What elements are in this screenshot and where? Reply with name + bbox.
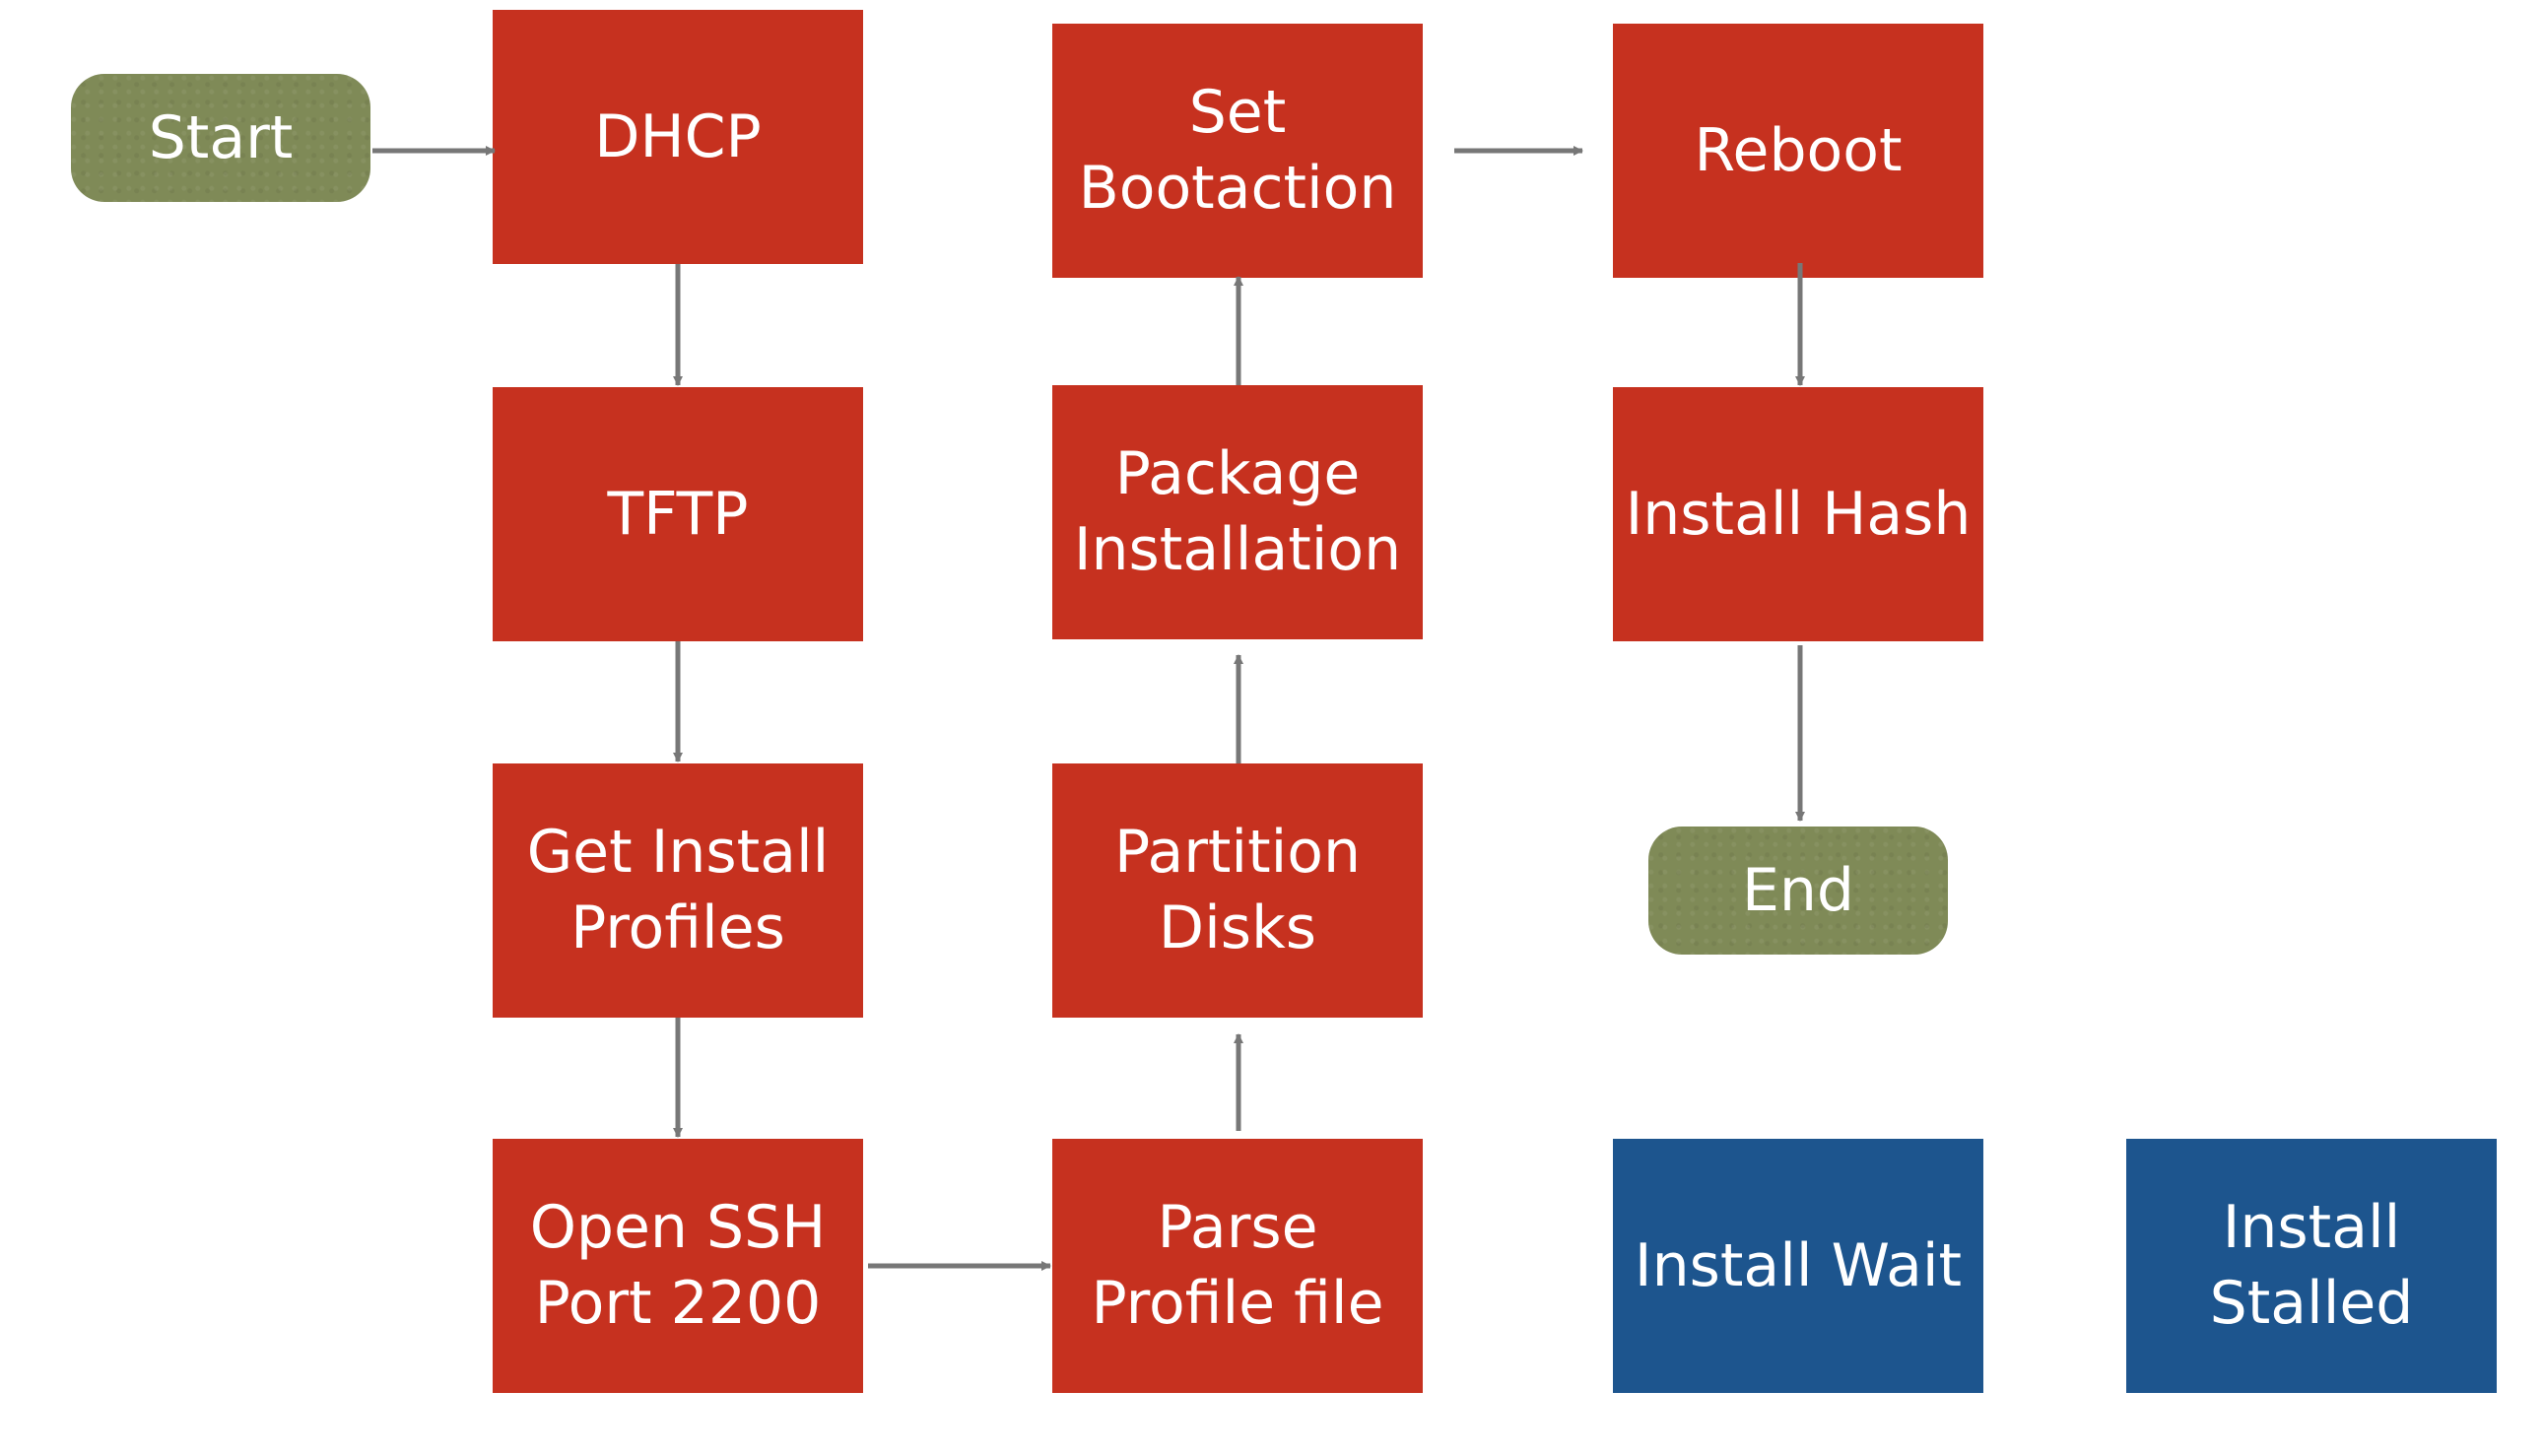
node-partition-disks: Partition Disks	[1052, 763, 1423, 1018]
node-install-stalled: Install Stalled	[2126, 1139, 2497, 1393]
node-tftp: TFTP	[493, 387, 863, 641]
node-parse-profile: Parse Profile file	[1052, 1139, 1423, 1393]
node-install-hash: Install Hash	[1613, 387, 1983, 641]
node-install-wait: Install Wait	[1613, 1139, 1983, 1393]
node-get-install-profiles: Get Install Profiles	[493, 763, 863, 1018]
node-package-installation: Package Installation	[1052, 385, 1423, 639]
node-open-ssh: Open SSH Port 2200	[493, 1139, 863, 1393]
node-start: Start	[71, 74, 370, 202]
node-reboot: Reboot	[1613, 24, 1983, 278]
node-set-bootaction: Set Bootaction	[1052, 24, 1423, 278]
node-dhcp: DHCP	[493, 10, 863, 264]
node-end: End	[1648, 827, 1948, 955]
